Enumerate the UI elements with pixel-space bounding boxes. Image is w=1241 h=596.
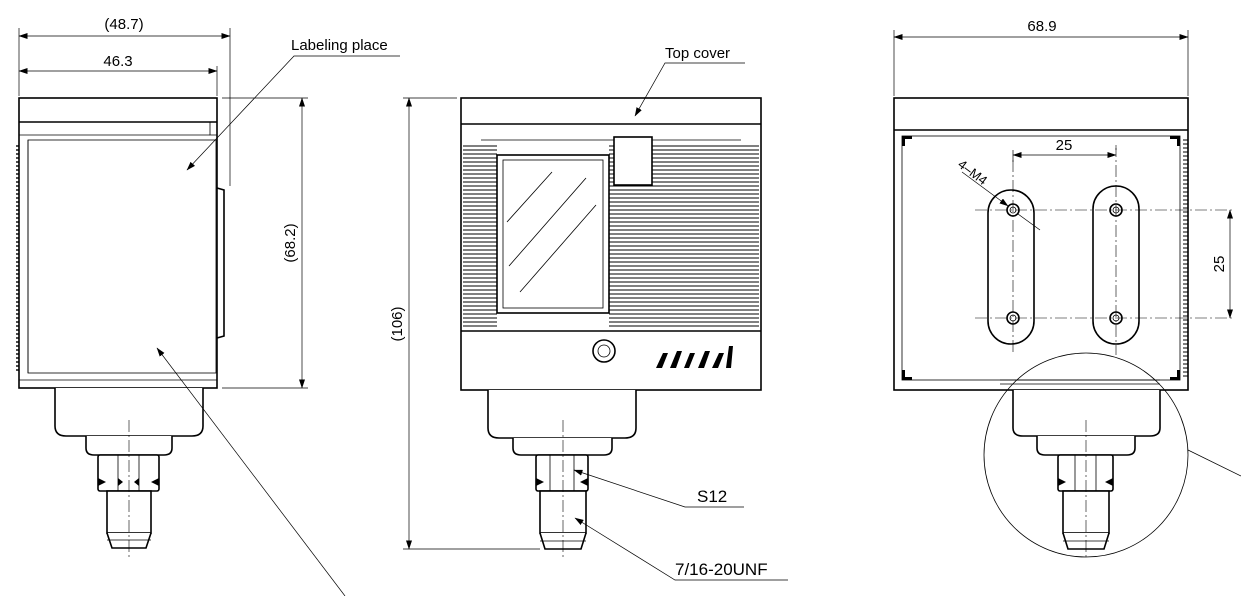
back-right-ribs bbox=[1183, 139, 1188, 377]
eliwell-logo bbox=[656, 346, 733, 368]
dim-hole-spacing-vertical: 25 bbox=[1211, 256, 1228, 273]
label-hex-size: S12 bbox=[697, 487, 727, 506]
dim-side-total-width: (48.7) bbox=[104, 16, 143, 33]
label-labeling-place: Labeling place bbox=[291, 37, 388, 54]
side-view bbox=[16, 97, 225, 560]
label-thread: 7/16-20UNF bbox=[675, 560, 768, 579]
window-glass-hatch bbox=[506, 171, 597, 293]
back-view bbox=[893, 97, 1241, 560]
dim-side-body-width: 46.3 bbox=[103, 53, 132, 70]
dim-back-width: 68.9 bbox=[1027, 18, 1056, 35]
front-dimensions: (106) Top cover S12 7/16-20UNF bbox=[389, 45, 788, 581]
front-ribs bbox=[463, 145, 759, 327]
dim-overall-height: (106) bbox=[389, 306, 406, 341]
label-top-cover: Top cover bbox=[665, 45, 730, 62]
dim-hole-spacing-horizontal: 25 bbox=[1056, 137, 1073, 154]
front-view bbox=[460, 97, 762, 560]
dim-side-body-height: (68.2) bbox=[282, 223, 299, 262]
side-dimensions: (48.7) 46.3 (68.2) Labeling place bbox=[18, 16, 400, 596]
back-dimensions: 68.9 25 25 4–M4 bbox=[893, 18, 1233, 319]
